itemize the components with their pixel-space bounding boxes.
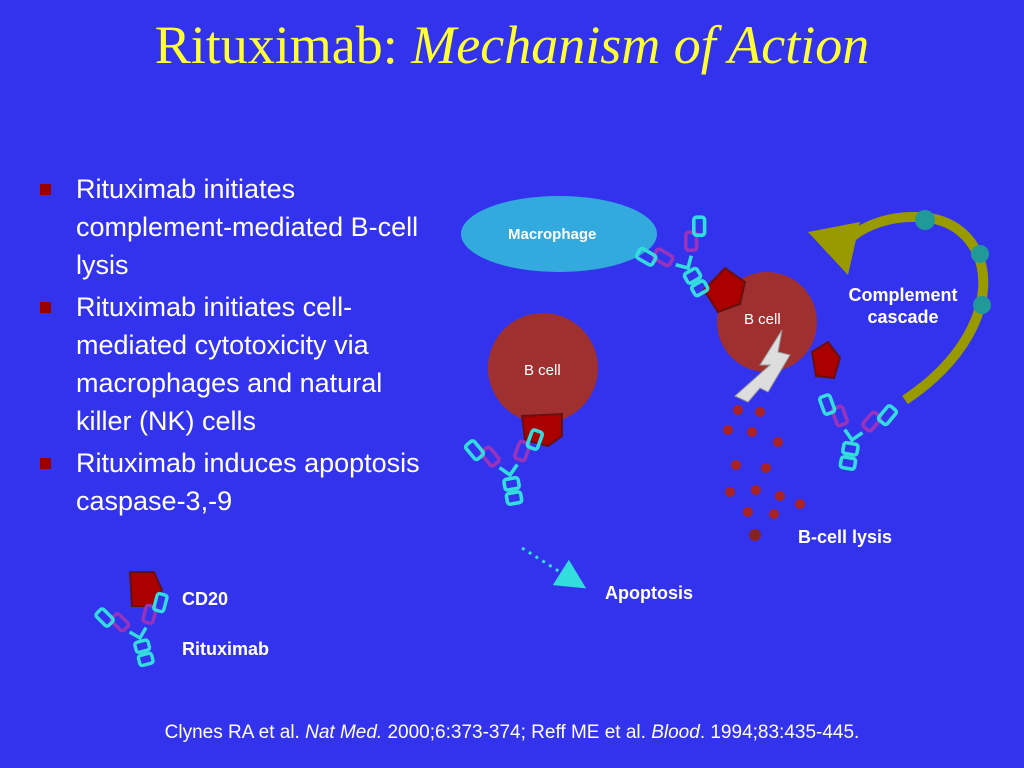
bullet-text: Rituximab induces apoptosis caspase-3,-9 [76, 448, 420, 516]
bullet-square-icon [40, 302, 51, 313]
title-plain: Rituximab: [154, 15, 412, 75]
citation-journal2: Blood [651, 722, 700, 743]
legend-rituximab-label: Rituximab [182, 639, 270, 659]
cd20-left-icon [520, 412, 563, 448]
bullet-text: Rituximab initiates cell-mediated cytoto… [76, 292, 383, 436]
citation-part3: . 1994;83:435-445. [699, 722, 860, 743]
bullet-square-icon [40, 184, 51, 195]
b-cell-left-label: B cell [524, 362, 561, 379]
lysis-label: B-cell lysis [798, 527, 893, 547]
complement-arrow [808, 210, 991, 405]
rituximab-complement-icon [806, 390, 901, 478]
b-cell-left [488, 313, 598, 423]
citation: Clynes RA et al. Nat Med. 2000;6:373-374… [0, 722, 1024, 744]
apoptosis-arrow [521, 546, 587, 589]
lysis-bolt-icon [734, 329, 791, 403]
lysis-debris [723, 405, 805, 541]
bullet-list: Rituximab initiates complement-mediated … [36, 170, 436, 524]
b-cell-right-label: B cell [744, 311, 781, 328]
slide-title: Rituximab: Mechanism of Action [0, 12, 1024, 78]
bullet-item: Rituximab initiates complement-mediated … [36, 170, 436, 284]
bullet-item: Rituximab induces apoptosis caspase-3,-9 [36, 444, 436, 520]
bullet-text: Rituximab initiates complement-mediated … [76, 174, 419, 280]
cd20-right-side-icon [810, 340, 842, 380]
citation-part2: 2000;6:373-374; Reff ME et al. [382, 722, 652, 743]
apoptosis-label: Apoptosis [605, 583, 693, 603]
citation-part1: Clynes RA et al. [164, 722, 306, 743]
citation-journal1: Nat Med. [305, 722, 383, 743]
bullet-square-icon [40, 458, 51, 469]
macrophage-cell [461, 196, 657, 272]
macrophage-label: Macrophage [508, 226, 597, 243]
bullet-item: Rituximab initiates cell-mediated cytoto… [36, 288, 436, 440]
complement-label-line2: cascade [867, 307, 939, 327]
title-italic: Mechanism of Action [411, 15, 870, 75]
complement-label-line1: Complement [848, 285, 958, 305]
rituximab-left-icon [461, 425, 556, 513]
legend-cd20-label: CD20 [182, 589, 229, 609]
cd20-right-top-icon [702, 266, 747, 314]
